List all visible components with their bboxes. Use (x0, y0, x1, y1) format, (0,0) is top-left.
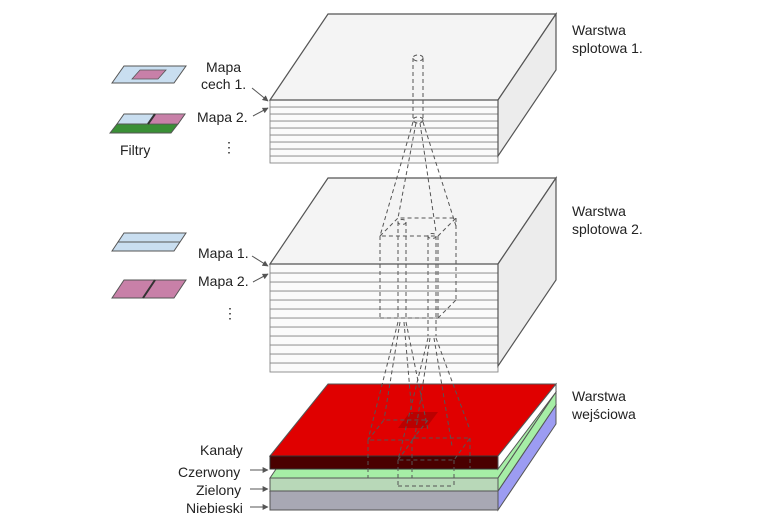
channel-blue-label: Niebieski (186, 500, 243, 516)
feature-map-sheet (269, 344, 499, 355)
filter-1-icon (111, 65, 187, 84)
conv-layer-2-map2: Mapa 2. (198, 273, 249, 289)
feature-map-sheet (269, 127, 499, 136)
conv-layer-2-title-line2: splotowa 2. (572, 221, 643, 237)
filter-4-icon (111, 279, 187, 299)
conv-layer-1: Warstwa splotowa 1. Mapa cech 1. Mapa 2.… (108, 12, 643, 164)
feature-map-sheet (269, 134, 499, 143)
channel-green-label: Zielony (196, 482, 241, 498)
conv-layer-2-title-line1: Warstwa (572, 203, 626, 219)
conv-layer-1-map1-line2: cech 1. (201, 76, 246, 92)
feature-map-sheet (269, 148, 499, 157)
red-channel-layer (268, 382, 558, 471)
feature-map-sheet (269, 281, 499, 292)
map2-arrow (252, 107, 269, 117)
feature-map-sheet (269, 141, 499, 150)
input-layer-title-line1: Warstwa (572, 388, 626, 404)
receptive-field-lines (366, 54, 471, 487)
feature-map-sheet (269, 272, 499, 283)
feature-map-sheet (269, 263, 499, 274)
feature-map-sheet (269, 353, 499, 364)
conv-layer-1-title-line2: splotowa 1. (572, 40, 643, 56)
conv-layer-1-more-dots: ⋮ (222, 139, 236, 155)
filters-label: Filtry (120, 142, 150, 158)
feature-map-sheet (269, 335, 499, 346)
feature-map-sheet (269, 113, 499, 122)
filter-3-icon (111, 232, 187, 252)
map2-arrow-2 (252, 273, 269, 283)
channels-title: Kanały (200, 442, 243, 458)
conv-layer-1-stack (269, 99, 499, 164)
map1-arrow-2 (251, 255, 269, 267)
feature-map-sheet (269, 120, 499, 129)
filter-2-icon (108, 113, 186, 134)
feature-map-sheet (269, 299, 499, 310)
feature-map-sheet (269, 326, 499, 337)
feature-map-sheet (269, 99, 499, 108)
conv-layer-1-map1-line1: Mapa (206, 59, 241, 75)
feature-map-sheet (269, 362, 499, 373)
feature-map-sheet (269, 308, 499, 319)
feature-map-sheet (269, 155, 499, 164)
conv-layer-2-map1: Mapa 1. (198, 245, 249, 261)
feature-map-sheet (269, 290, 499, 301)
feature-map-sheet (269, 317, 499, 328)
feature-map-sheet (269, 106, 499, 115)
conv-layer-2-more-dots: ⋮ (223, 305, 237, 321)
conv-layer-2-stack (269, 263, 499, 373)
channel-red-label: Czerwony (178, 464, 240, 480)
conv-layer-1-top (268, 12, 558, 158)
input-layer-title-line2: wejściowa (571, 406, 636, 422)
input-layer: Warstwa wejściowa Kanały Czerwony Zielon… (178, 382, 636, 516)
conv-layer-2-top (268, 176, 558, 368)
conv-layer-2: Warstwa splotowa 2. Mapa 1. Mapa 2. ⋮ (111, 176, 643, 373)
map1-arrow (251, 87, 269, 102)
conv-layer-1-title-line1: Warstwa (572, 22, 626, 38)
conv-layer-1-map2: Mapa 2. (197, 109, 248, 125)
